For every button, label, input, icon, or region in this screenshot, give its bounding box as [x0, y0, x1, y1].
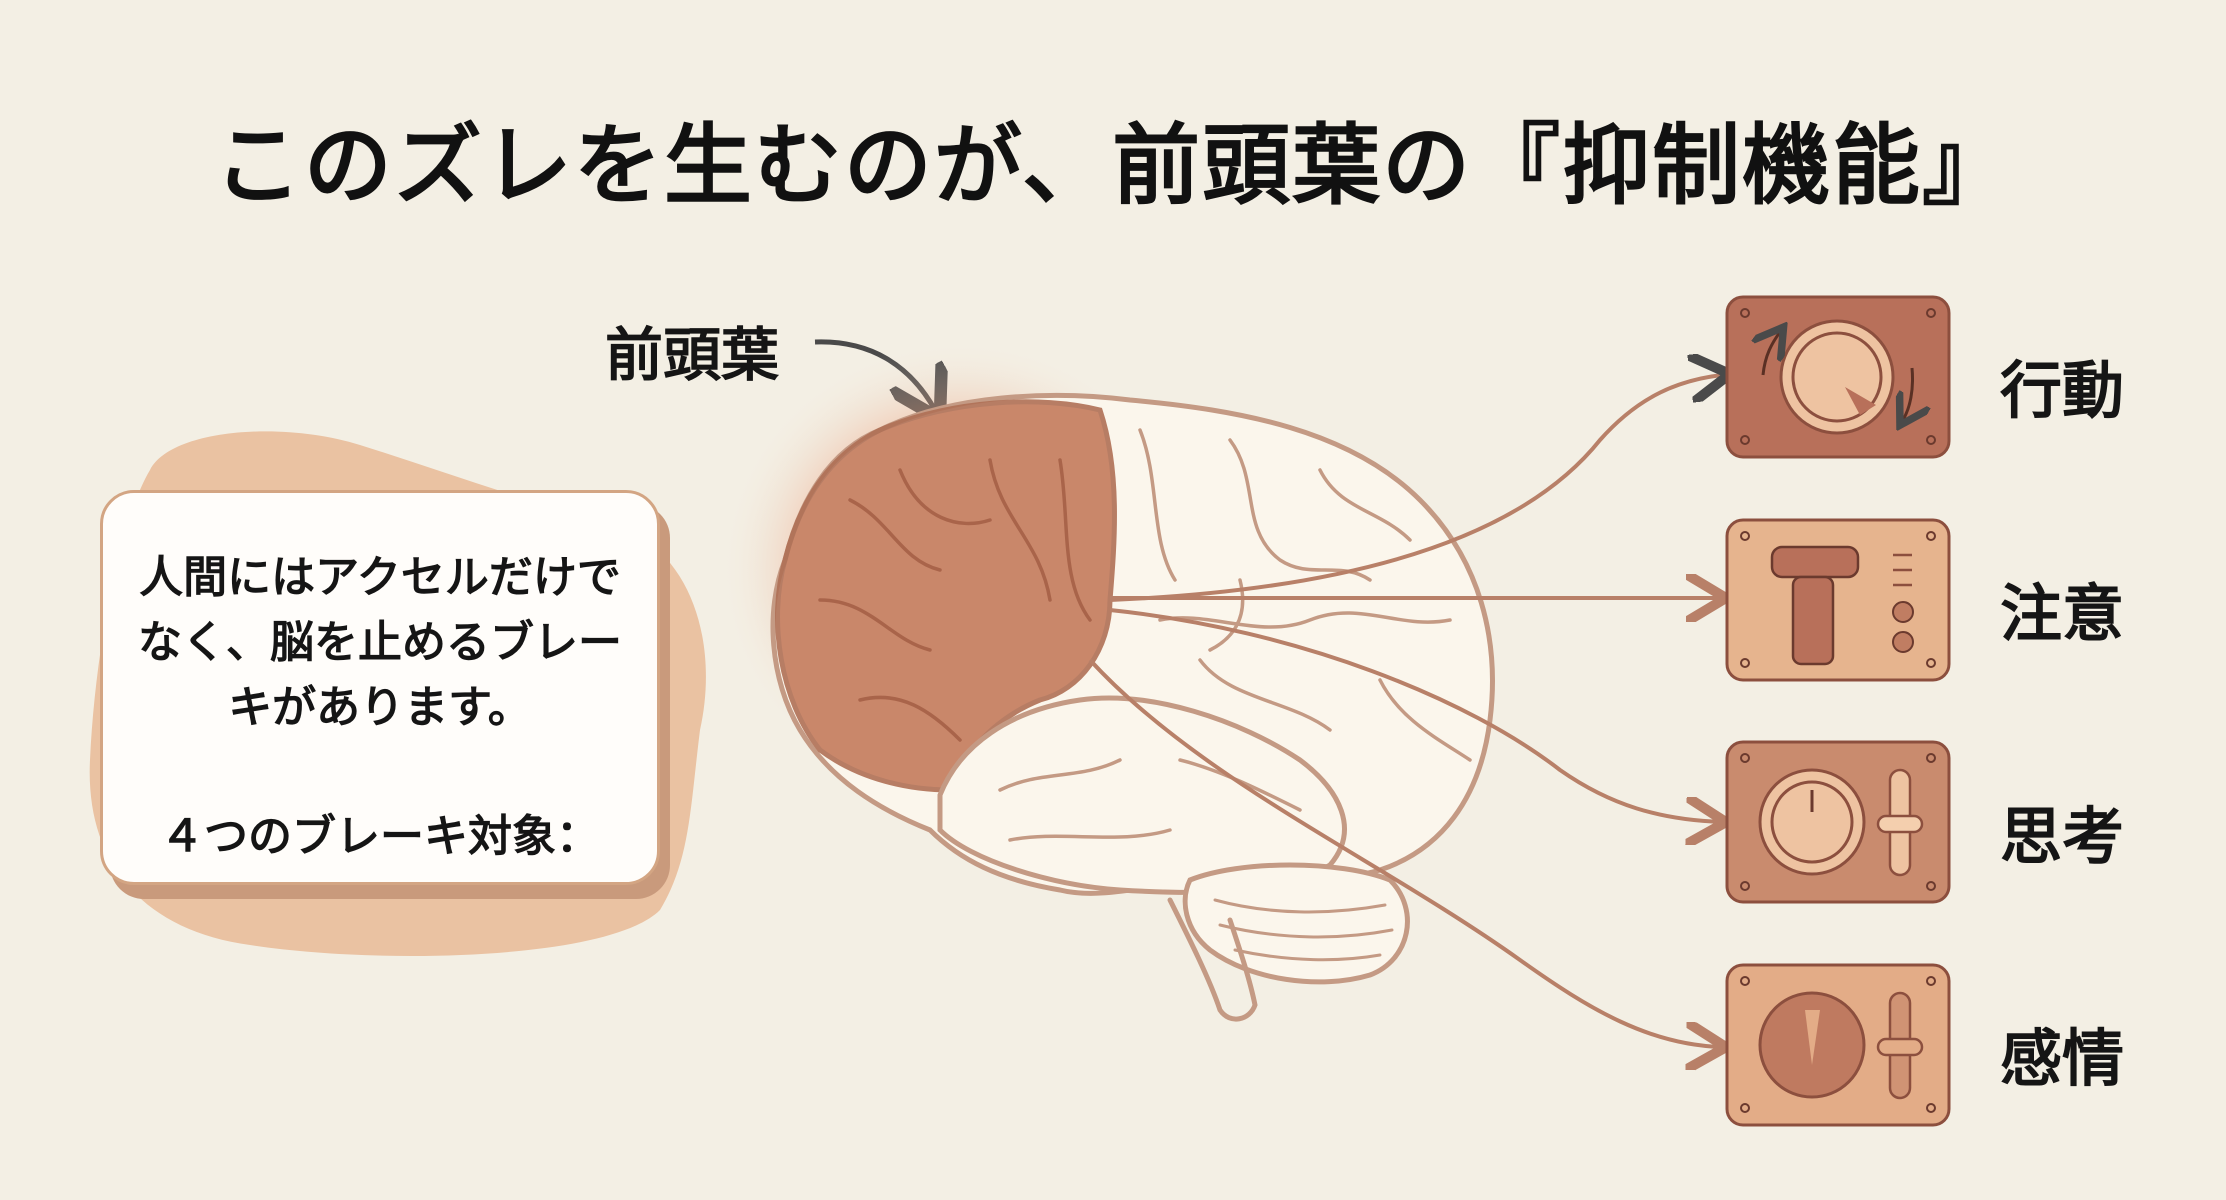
brake-panel-thought — [1725, 740, 1951, 904]
rotate-arrow-icon — [1903, 367, 1913, 420]
info-card: 人間にはアクセルだけでなく、脳を止めるブレーキがあります。 ４つのブレーキ対象： — [100, 490, 660, 885]
brake-label-attention: 注意 — [2000, 577, 2125, 650]
brain-icon — [770, 392, 1495, 1022]
brake-panel-attention — [1725, 518, 1951, 682]
dial-icon — [1758, 768, 1866, 876]
info-sub-text: ４つのブレーキ対象： — [160, 811, 600, 862]
connector-thought — [1109, 608, 1722, 822]
t-lever-icon — [1770, 545, 1860, 579]
connector-emotion — [1088, 658, 1722, 1047]
connector-lines — [1088, 375, 1722, 1047]
brake-panel-action — [1725, 295, 1951, 459]
connector-action — [1109, 375, 1722, 602]
dial-icon — [1779, 319, 1895, 435]
frontal-lobe-label: 前頭葉 — [605, 321, 780, 389]
brake-label-thought: 思考 — [2000, 800, 2125, 873]
page-title: このズレを生むのが、前頭葉の『抑制機能』 — [213, 113, 2013, 217]
rotate-arrow-icon — [1763, 332, 1780, 376]
brake-panel-emotion — [1725, 963, 1951, 1127]
brake-label-action: 行動 — [2000, 354, 2125, 427]
info-main-text: 人間にはアクセルだけでなく、脳を止めるブレーキがあります。 — [138, 552, 622, 733]
brake-label-emotion: 感情 — [2000, 1022, 2125, 1095]
